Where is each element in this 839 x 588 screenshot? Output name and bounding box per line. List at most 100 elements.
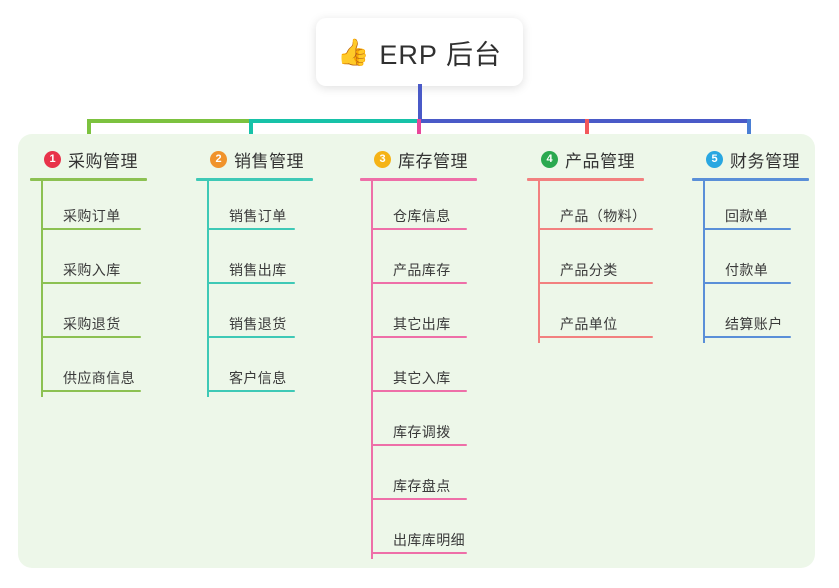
column-product: 4 产品管理产品（物料） 产品分类产品单位 [527, 146, 653, 343]
list-item-label: 结算账户 [725, 316, 783, 332]
list-item-underline [703, 336, 791, 338]
list-item[interactable]: 付款单 [692, 235, 809, 289]
list-item[interactable]: 销售出库 [196, 235, 313, 289]
list-item[interactable]: 其它出库 [360, 289, 477, 343]
column-underline-sales [196, 178, 313, 181]
list-item-underline [538, 282, 653, 284]
list-item-label: 采购入库 [63, 262, 121, 278]
column-title-finance: 财务管理 [730, 151, 800, 171]
list-item[interactable]: 采购退货 [30, 289, 147, 343]
column-header-inventory[interactable]: 3 库存管理 [360, 146, 477, 172]
list-item-underline [41, 390, 141, 392]
list-item-underline [703, 228, 791, 230]
column-finance: 5 财务管理回款单付款单结算账户 [692, 146, 809, 343]
column-spine-sales [207, 181, 209, 397]
list-item-label: 库存调拨 [393, 424, 451, 440]
list-item-underline [538, 228, 653, 230]
list-item-label: 产品分类 [560, 262, 618, 278]
list-item-label: 销售退货 [229, 316, 287, 332]
thumbs-up-icon: 👍 [337, 37, 370, 67]
list-item[interactable]: 销售订单 [196, 181, 313, 235]
column-badge-purchasing: 1 [44, 150, 61, 168]
column-badge-product: 4 [541, 150, 558, 168]
list-item-underline [371, 282, 467, 284]
column-header-product[interactable]: 4 产品管理 [527, 146, 644, 172]
column-spine-inventory [371, 181, 373, 559]
column-title-sales: 销售管理 [234, 151, 304, 171]
connector-drop-inventory [417, 119, 421, 145]
list-item-label: 付款单 [725, 262, 769, 278]
list-item-label: 出库库明细 [393, 532, 465, 548]
column-title-inventory: 库存管理 [398, 151, 468, 171]
column-title-product: 产品管理 [565, 151, 635, 171]
list-item[interactable]: 采购订单 [30, 181, 147, 235]
column-badge-inventory: 3 [374, 150, 391, 168]
column-body-finance: 回款单付款单结算账户 [692, 181, 809, 343]
list-item-underline [207, 390, 295, 392]
list-item-underline [41, 228, 141, 230]
list-item-label: 产品库存 [393, 262, 451, 278]
column-header-finance[interactable]: 5 财务管理 [692, 146, 809, 172]
column-inventory: 3 库存管理仓库信息产品库存其它出库其它入库库存调拨库存盘点出库库明细 [360, 146, 477, 559]
list-item-underline [207, 336, 295, 338]
list-item-label: 客户信息 [229, 370, 287, 386]
list-item-label: 销售订单 [229, 208, 287, 224]
list-item[interactable]: 其它入库 [360, 343, 477, 397]
list-item[interactable]: 产品单位 [527, 289, 653, 343]
column-body-inventory: 仓库信息产品库存其它出库其它入库库存调拨库存盘点出库库明细 [360, 181, 477, 559]
column-body-product: 产品（物料） 产品分类产品单位 [527, 181, 653, 343]
column-header-sales[interactable]: 2 销售管理 [196, 146, 313, 172]
list-item-underline [41, 282, 141, 284]
root-title: ERP 后台 [379, 39, 502, 70]
connector-bar-purple [419, 119, 749, 123]
list-item[interactable]: 仓库信息 [360, 181, 477, 235]
list-item-underline [371, 390, 467, 392]
list-item[interactable]: 产品分类 [527, 235, 653, 289]
list-item[interactable]: 回款单 [692, 181, 809, 235]
root-node[interactable]: 👍 ERP 后台 [316, 18, 523, 86]
list-item-label: 产品单位 [560, 316, 618, 332]
list-item-label: 其它入库 [393, 370, 451, 386]
list-item-underline [207, 228, 295, 230]
list-item[interactable]: 出库库明细 [360, 505, 477, 559]
connector-bar-teal [251, 119, 419, 123]
list-item-underline [41, 336, 141, 338]
list-item[interactable]: 采购入库 [30, 235, 147, 289]
list-item-underline [703, 282, 791, 284]
connector-bar-green [87, 119, 251, 123]
list-item-label: 仓库信息 [393, 208, 451, 224]
list-item[interactable]: 库存盘点 [360, 451, 477, 505]
column-body-sales: 销售订单销售出库销售退货客户信息 [196, 181, 313, 397]
list-item[interactable]: 产品（物料） [527, 181, 653, 235]
list-item-underline [207, 282, 295, 284]
column-spine-product [538, 181, 540, 343]
connector-drop-purchasing [87, 119, 91, 145]
connector-drop-sales [249, 119, 253, 145]
column-badge-sales: 2 [210, 150, 227, 168]
list-item[interactable]: 客户信息 [196, 343, 313, 397]
column-body-purchasing: 采购订单采购入库采购退货供应商信息 [30, 181, 147, 397]
list-item-label: 回款单 [725, 208, 769, 224]
connector-root-stem [418, 84, 422, 123]
column-underline-finance [692, 178, 809, 181]
column-spine-finance [703, 181, 705, 343]
list-item[interactable]: 供应商信息 [30, 343, 147, 397]
column-underline-product [527, 178, 644, 181]
column-badge-finance: 5 [706, 150, 723, 168]
list-item-label: 采购订单 [63, 208, 121, 224]
list-item[interactable]: 库存调拨 [360, 397, 477, 451]
connector-drop-product [585, 119, 589, 145]
list-item-label: 产品（物料） [560, 208, 647, 224]
diagram-panel [18, 134, 815, 568]
list-item-underline [371, 444, 467, 446]
list-item-label: 供应商信息 [63, 370, 135, 386]
list-item[interactable]: 结算账户 [692, 289, 809, 343]
list-item[interactable]: 销售退货 [196, 289, 313, 343]
list-item-label: 其它出库 [393, 316, 451, 332]
list-item-label: 库存盘点 [393, 478, 451, 494]
list-item[interactable]: 产品库存 [360, 235, 477, 289]
list-item-underline [538, 336, 653, 338]
list-item-label: 销售出库 [229, 262, 287, 278]
